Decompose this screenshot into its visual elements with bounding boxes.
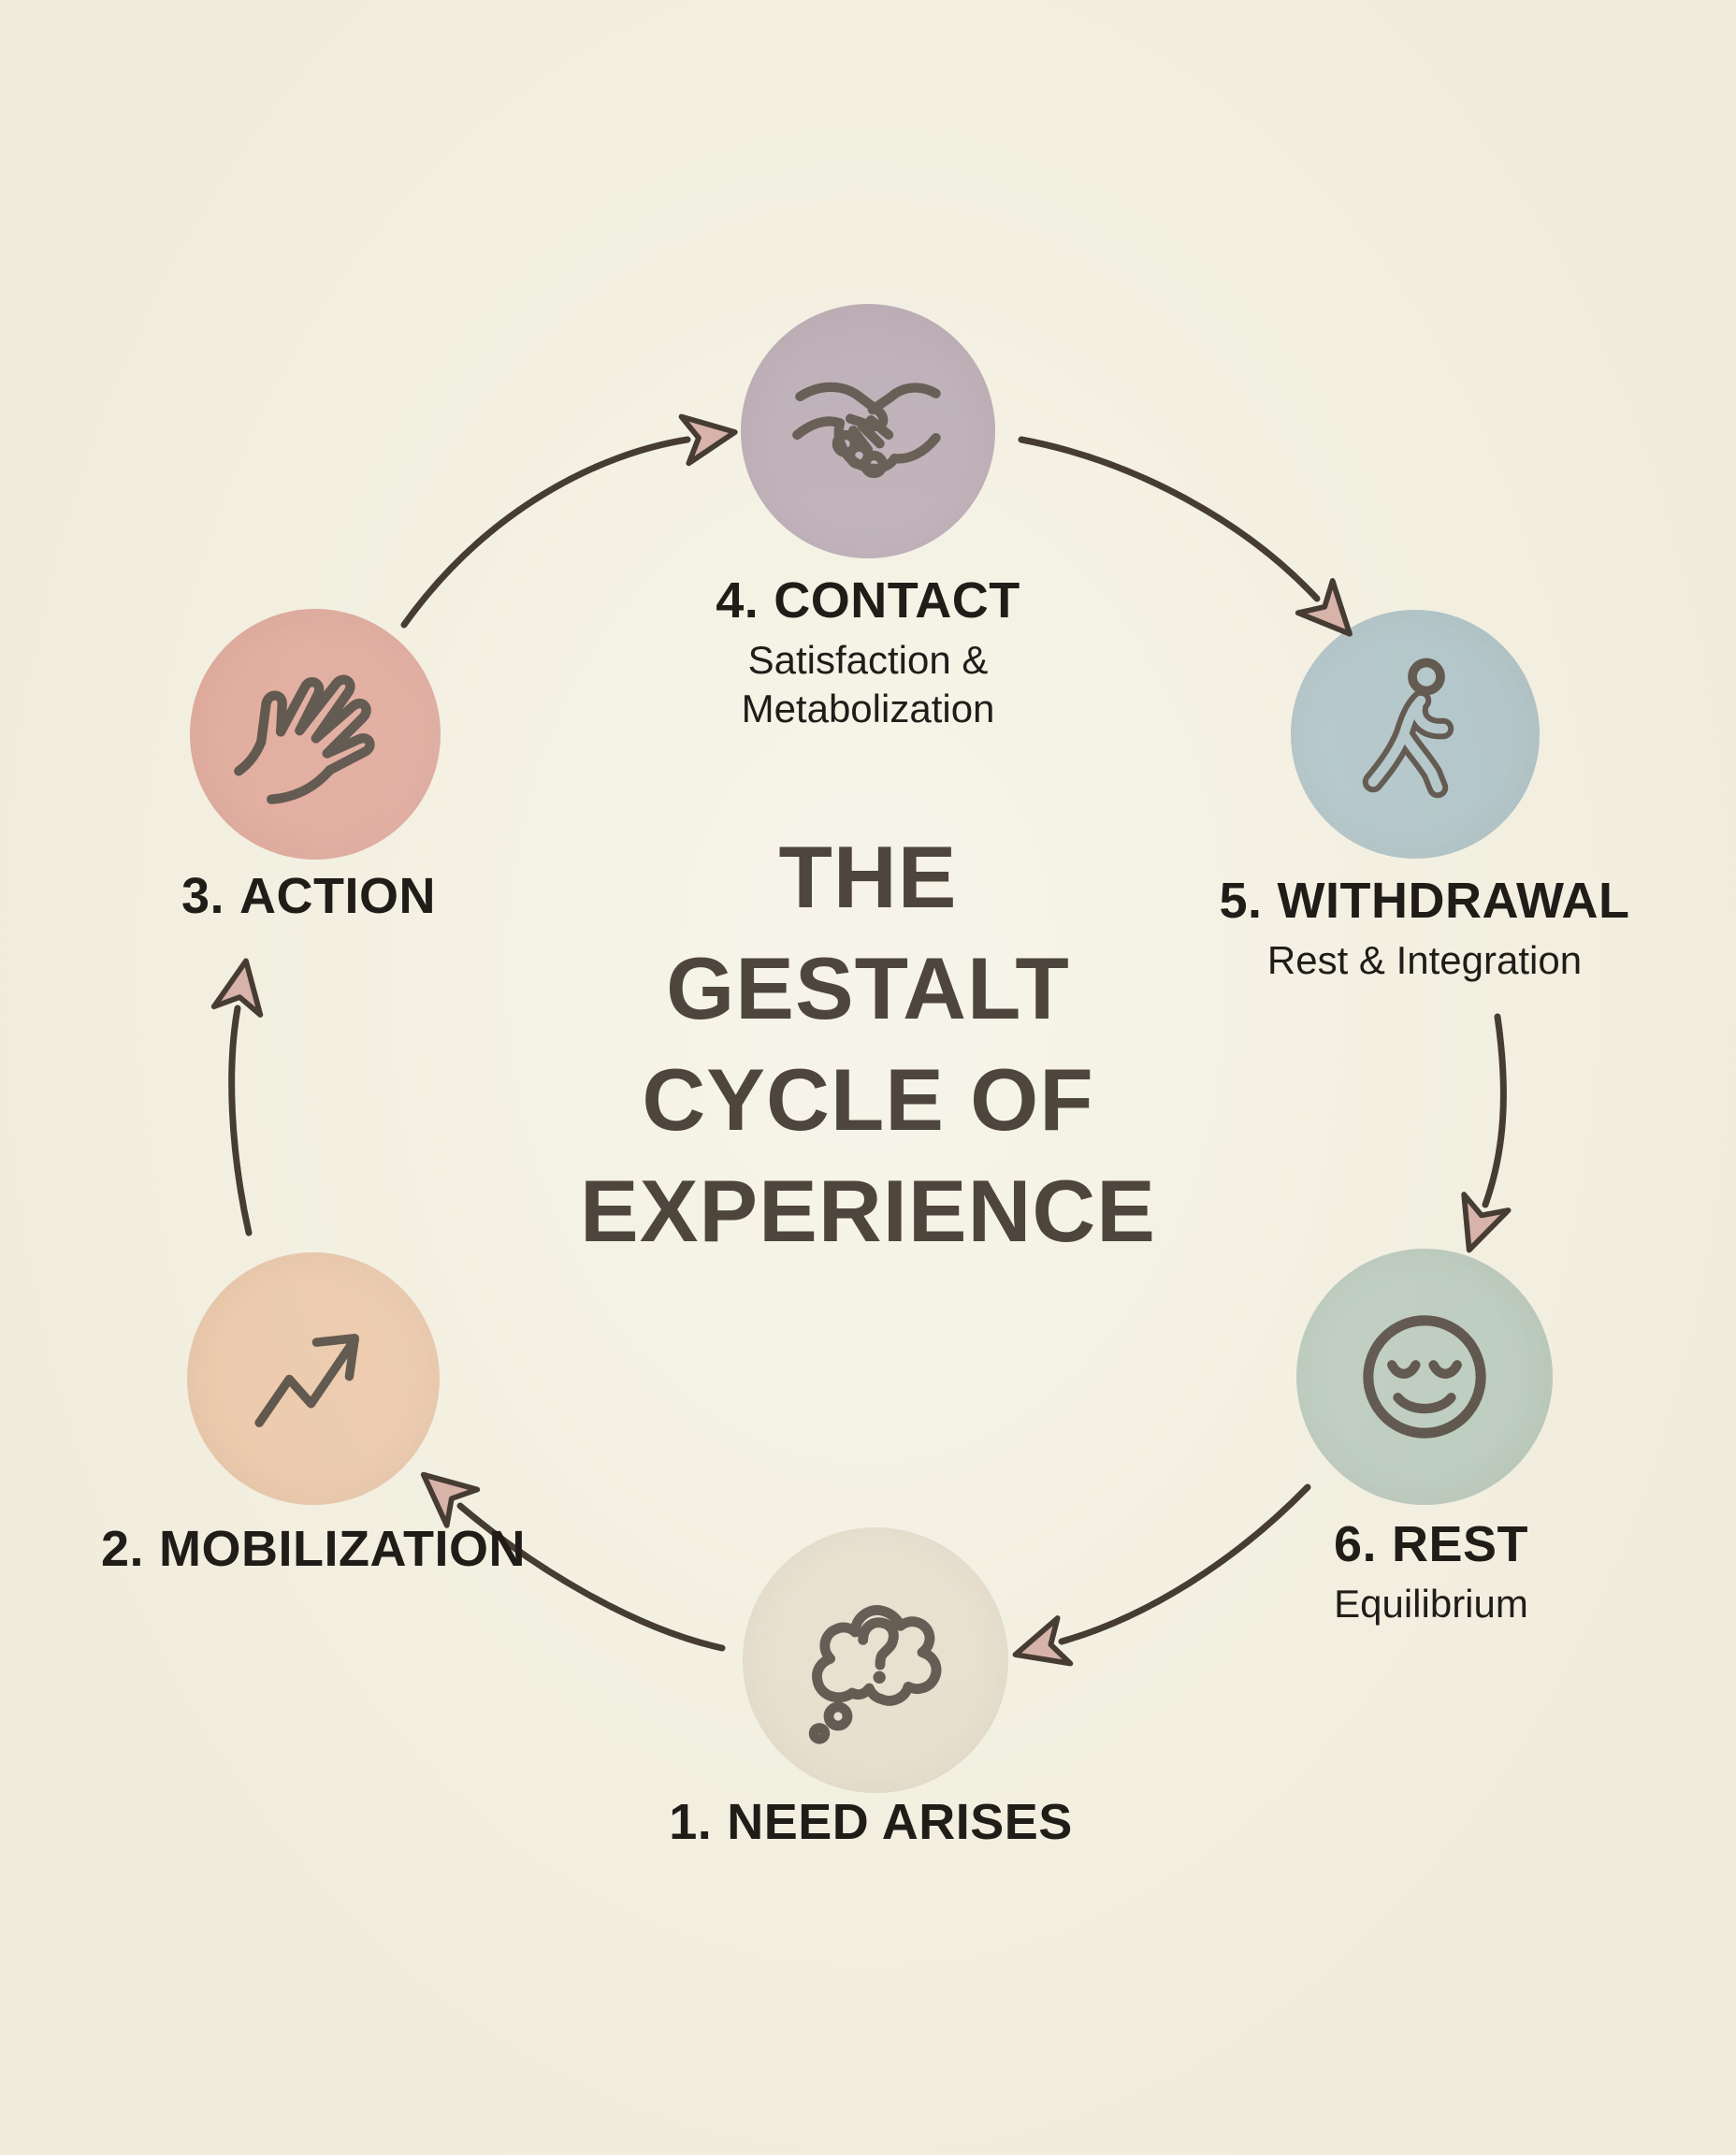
stage-action-label-block: 3.ACTION [181, 868, 436, 932]
stage-action-circle [190, 609, 441, 860]
arrow-action-to-contact [400, 413, 738, 629]
arrow-rest-to-need-arises [1012, 1483, 1311, 1667]
stage-contact-label-block: 4.CONTACT Satisfaction & Metabolization [648, 572, 1088, 733]
stage-contact-subtitle: Satisfaction & Metabolization [741, 638, 995, 730]
stage-mobilization-circle [187, 1252, 440, 1505]
trend-arrow-strokes [253, 1333, 359, 1427]
stage-mobilization-name: MOBILIZATION [159, 1521, 526, 1577]
title-line-4: EXPERIENCE [580, 1162, 1156, 1260]
stage-withdrawal-subtitle: Rest & Integration [1266, 938, 1583, 982]
stage-contact-name: CONTACT [774, 572, 1020, 629]
stage-need-arises-circle [743, 1527, 1008, 1793]
title-line-2: GESTALT [666, 939, 1070, 1037]
stage-rest-label-block: 6.REST Equilibrium [1334, 1516, 1528, 1628]
open-hand-icon [234, 674, 375, 804]
stage-withdrawal-name: WITHDRAWAL [1277, 873, 1630, 929]
stage-mobilization-title: 2.MOBILIZATION [101, 1521, 526, 1577]
title-line-3: CYCLE OF [642, 1050, 1094, 1149]
stage-need-arises-name: NEED ARISES [727, 1794, 1073, 1850]
stage-contact-title: 4.CONTACT [648, 572, 1088, 629]
walking-person-icon [1362, 658, 1454, 799]
calm-face-strokes [1363, 1315, 1486, 1439]
stage-mobilization-label-block: 2.MOBILIZATION [101, 1521, 526, 1584]
stage-action-number: 3. [181, 868, 225, 924]
thought-bubble-question-icon [808, 1605, 942, 1744]
arrow-mobilization-to-action [210, 958, 264, 1237]
stage-need-arises-label-block: 1.NEED ARISES [669, 1794, 1073, 1858]
stage-action-title: 3.ACTION [181, 868, 436, 924]
stage-rest-name: REST [1392, 1516, 1529, 1572]
stage-rest-number: 6. [1333, 1516, 1378, 1572]
stage-withdrawal-circle [1291, 610, 1540, 859]
walking-person-outline [1362, 658, 1454, 799]
stage-withdrawal-title: 5.WITHDRAWAL [1220, 873, 1630, 929]
stage-withdrawal-label-block: 5.WITHDRAWAL Rest & Integration [1220, 873, 1630, 985]
stage-rest-circle [1296, 1249, 1553, 1505]
page-title: THE GESTALT CYCLE OF EXPERIENCE [580, 821, 1156, 1266]
handshake-icon [792, 382, 941, 479]
stage-rest-title: 6.REST [1334, 1516, 1528, 1572]
thought-bubble-strokes [808, 1605, 942, 1744]
handshake-icon-strokes [792, 382, 941, 479]
stage-rest-subtitle: Equilibrium [1334, 1582, 1528, 1626]
stage-withdrawal-number: 5. [1219, 873, 1263, 929]
arrow-withdrawal-to-rest [1461, 1013, 1512, 1253]
question-mark-dot [873, 1670, 886, 1684]
stage-need-arises-number: 1. [669, 1794, 713, 1850]
stage-action-name: ACTION [239, 868, 437, 924]
stage-contact-circle [741, 304, 995, 558]
stage-mobilization-number: 2. [101, 1521, 145, 1577]
rising-trend-arrow-icon [253, 1333, 359, 1427]
open-hand-strokes [234, 674, 375, 804]
stage-contact-number: 4. [716, 572, 760, 629]
title-line-1: THE [778, 828, 958, 926]
calm-face-icon [1363, 1315, 1486, 1439]
stage-need-arises-title: 1.NEED ARISES [669, 1794, 1073, 1850]
